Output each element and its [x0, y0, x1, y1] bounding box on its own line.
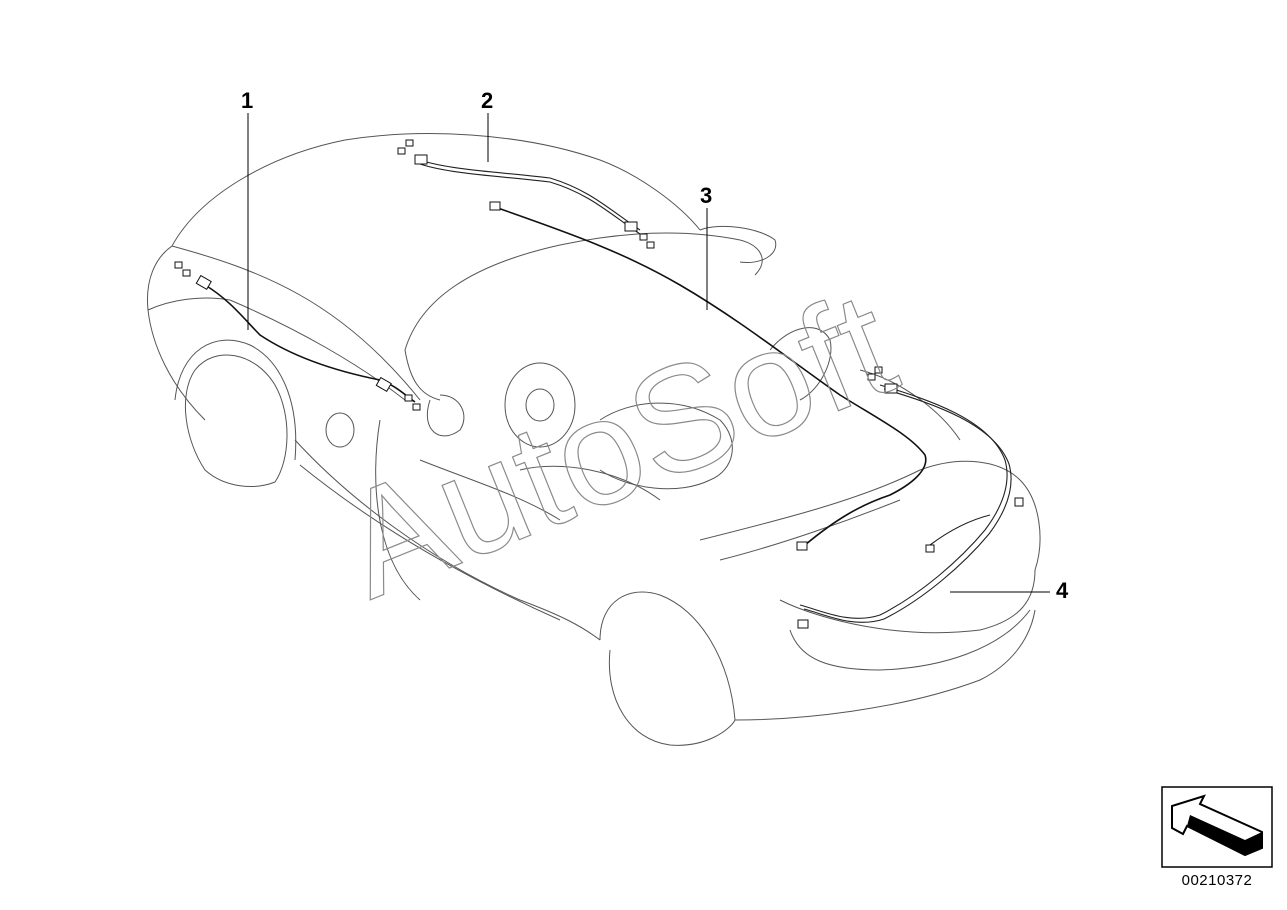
watermark-text: AutoSoft — [319, 258, 915, 629]
harness-2 — [397, 139, 655, 249]
direction-arrow-icon — [1161, 786, 1273, 868]
callout-4: 4 — [1056, 578, 1069, 603]
harness-4 — [797, 366, 1024, 629]
leader-lines — [247, 113, 1050, 593]
drawing-number: 00210372 — [1181, 872, 1253, 889]
callout-1: 1 — [241, 88, 253, 113]
callout-3: 3 — [700, 183, 712, 208]
harness-1 — [174, 261, 421, 411]
callout-2: 2 — [481, 88, 493, 113]
harness-3 — [489, 201, 927, 551]
